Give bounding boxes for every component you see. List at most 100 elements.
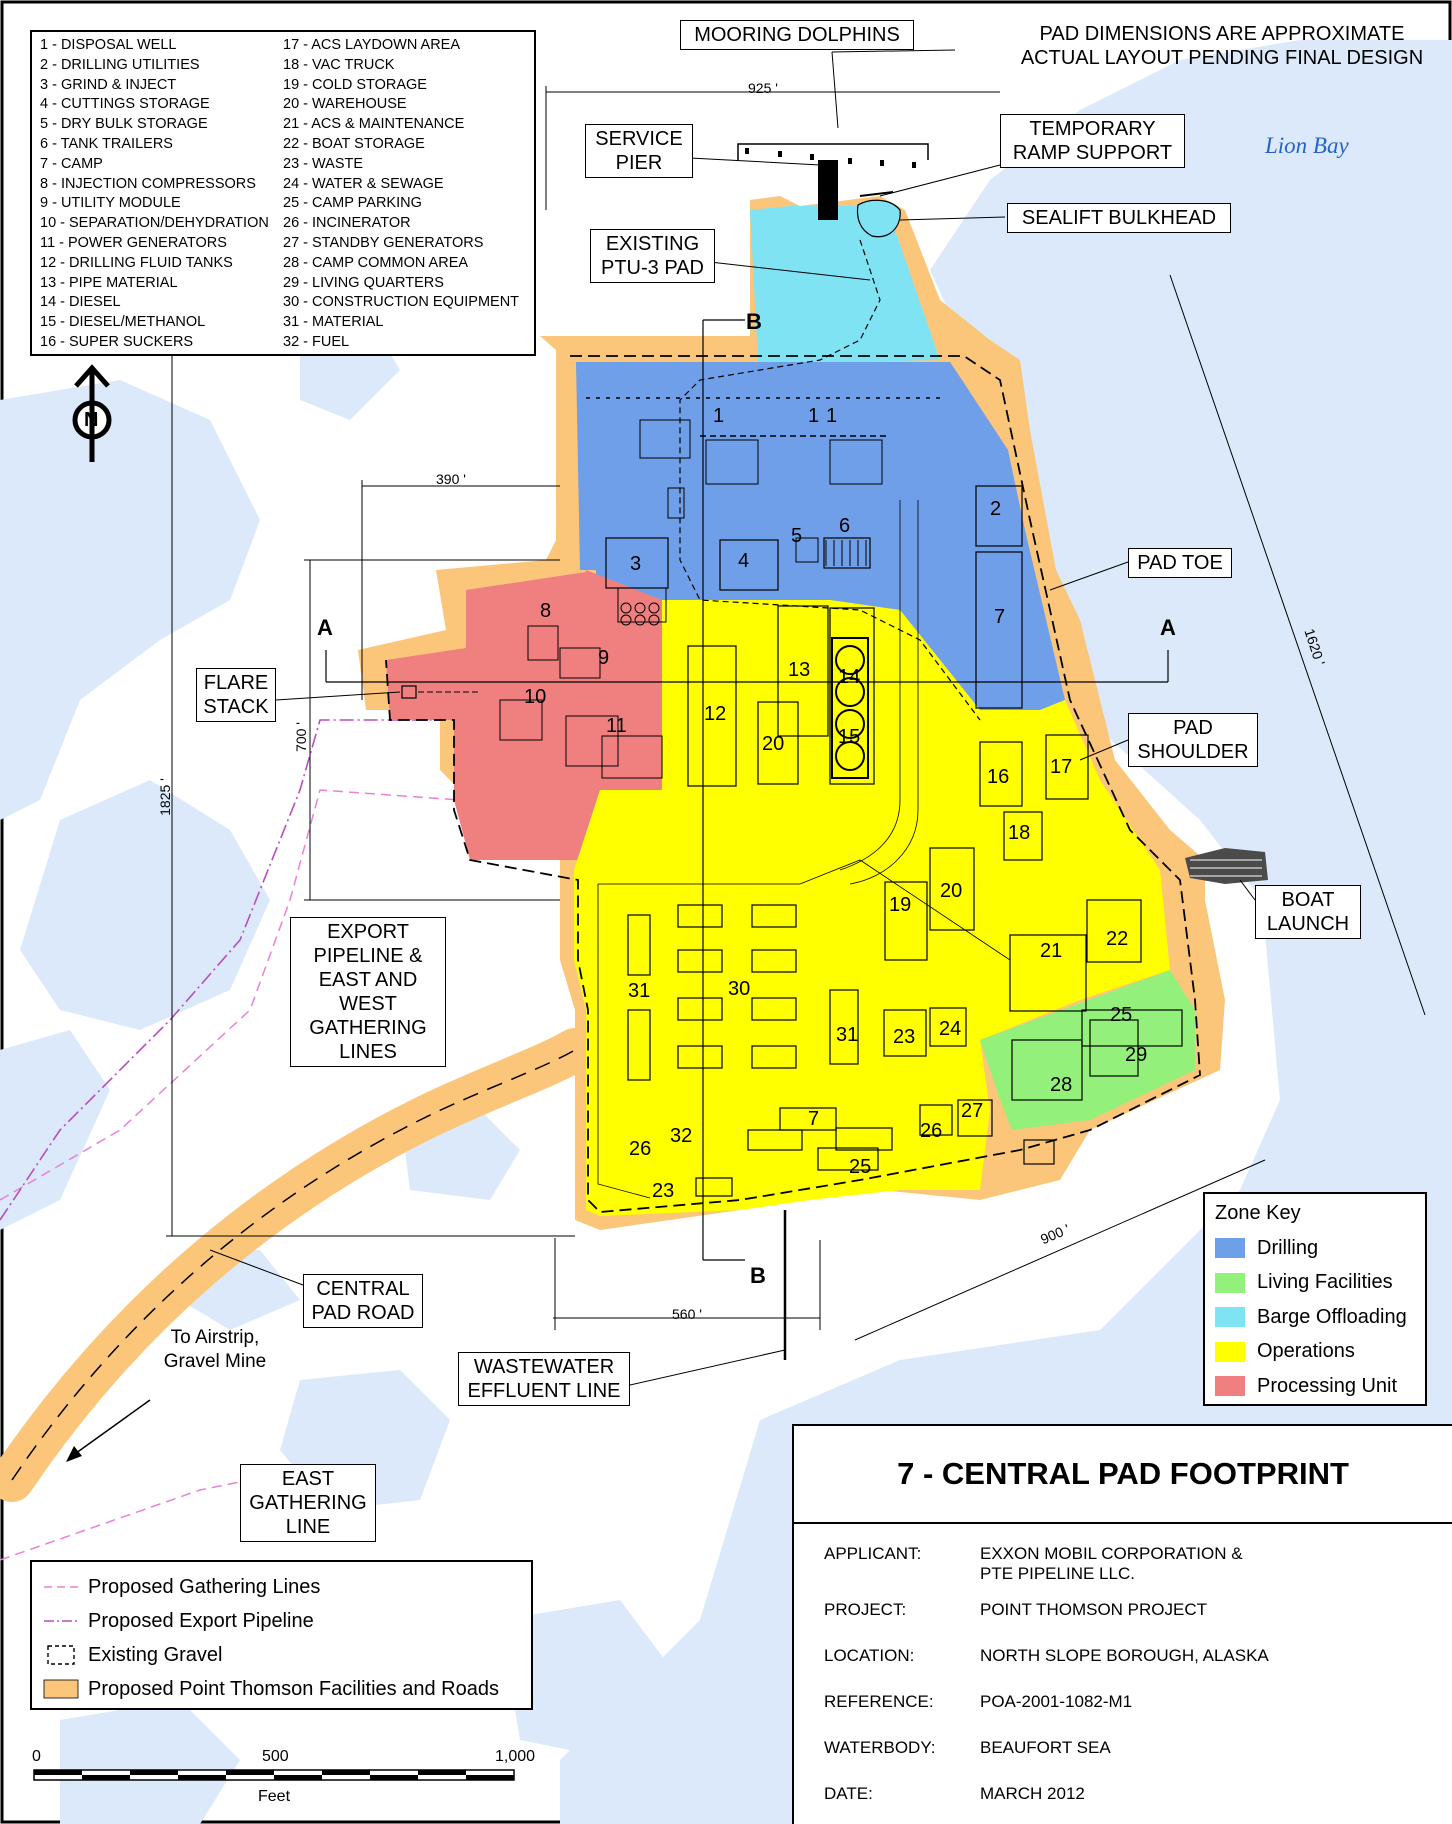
section-b-top: B (746, 309, 762, 334)
internal-roads (597, 500, 1011, 1199)
facility-list-item: 18 - VAC TRUCK (283, 56, 395, 73)
boat-launch-ramp (1185, 848, 1268, 884)
facility-list-item: 22 - BOAT STORAGE (283, 135, 425, 152)
label-to-airstrip: To Airstrip, Gravel Mine (163, 1327, 267, 1372)
facility-number-1b: 1 (808, 405, 820, 427)
zone-swatch (1215, 1341, 1245, 1362)
road-centerline (11, 1049, 576, 1481)
legend-label: Proposed Point Thomson Facilities and Ro… (88, 1677, 499, 1700)
zone-swatch (1215, 1238, 1245, 1259)
facility-number-23b: 23 (652, 1180, 675, 1202)
existing-ptu3-outline (679, 239, 981, 721)
facility-number-17: 17 (1050, 756, 1073, 778)
north-arrow (72, 364, 112, 462)
orange-box-icon (42, 1678, 80, 1700)
equipment-detail (499, 419, 883, 779)
facility-number-28: 28 (1050, 1074, 1073, 1096)
note-line-2: ACTUAL LAYOUT PENDING FINAL DESIGN (1020, 47, 1424, 69)
zone-key-title: Zone Key (1215, 1202, 1301, 1224)
title-block-value: MARCH 2012 (980, 1784, 1085, 1803)
legend-row: Proposed Point Thomson Facilities and Ro… (42, 1672, 521, 1706)
title-block-row: DATE: MARCH 2012 (824, 1784, 1432, 1804)
facility-number-21: 21 (1040, 940, 1063, 962)
operations-zone (574, 600, 1170, 1216)
zone-swatch (1215, 1307, 1245, 1328)
facility-list-item: 3 - GRIND & INJECT (40, 76, 177, 93)
facility-number-12: 12 (704, 703, 727, 725)
facility-list-item: 15 - DIESEL/METHANOL (40, 314, 206, 331)
facility-list-item: 1 - DISPOSAL WELL (40, 37, 177, 53)
title-block-key: APPLICANT: (824, 1544, 922, 1563)
scale-bar-graphic (33, 1769, 515, 1781)
pad-toe-line (385, 355, 1201, 1213)
callout-flare-stack: FLARE STACK (196, 668, 276, 722)
facility-number-6: 6 (839, 515, 851, 537)
scale-label-500: 500 (262, 1748, 289, 1765)
facility-number-20a: 20 (762, 733, 785, 755)
facility-list-item: 11 - POWER GENERATORS (40, 234, 227, 251)
facility-list-item: 5 - DRY BULK STORAGE (40, 116, 208, 133)
callout-east-gathering-line: EAST GATHERING LINE (240, 1464, 376, 1542)
drilling-zone (576, 362, 1065, 790)
facility-number-25a: 25 (1110, 1004, 1133, 1026)
note-line-1: PAD DIMENSIONS ARE APPROXIMATE (1039, 23, 1405, 45)
small-lake-f (60, 1700, 240, 1824)
title-block-value: EXXON MOBIL CORPORATION & PTE PIPELINE L… (980, 1544, 1243, 1583)
legend-label: Proposed Export Pipeline (88, 1609, 314, 1632)
facility-number-31b: 31 (836, 1024, 859, 1046)
title-block-key: DATE: (824, 1784, 873, 1803)
facility-number-1c: 1 (826, 405, 838, 427)
zone-key-row: Barge Offloading (1215, 1300, 1415, 1335)
title-block-row: APPLICANT: EXXON MOBIL CORPORATION & PTE … (824, 1544, 1432, 1584)
facility-list-item: 7 - CAMP (40, 155, 103, 172)
facility-list-item: 17 - ACS LAYDOWN AREA (283, 37, 461, 53)
scale-unit: Feet (258, 1788, 291, 1805)
callout-wastewater-effluent-line: WASTEWATER EFFLUENT LINE (458, 1352, 630, 1406)
tank-trailers (825, 540, 867, 566)
drilling-rig-line (586, 397, 940, 437)
facility-list-item: 13 - PIPE MATERIAL (40, 274, 178, 291)
gathering-line-west (0, 789, 581, 1201)
facility-list-item: 27 - STANDBY GENERATORS (283, 234, 484, 251)
section-b-bottom: B (750, 1263, 766, 1288)
facility-number-4: 4 (738, 550, 750, 572)
legend-label: Proposed Gathering Lines (88, 1575, 321, 1598)
southwest-lake (20, 780, 270, 1030)
title-block-key: REFERENCE: (824, 1692, 934, 1711)
dimension-lines (166, 86, 1426, 1358)
zone-swatch (1215, 1272, 1245, 1293)
zone-swatch (1215, 1376, 1245, 1397)
facility-number-8: 8 (540, 600, 552, 622)
facility-number-26a: 26 (629, 1138, 652, 1160)
zone-key-row: Processing Unit (1215, 1369, 1415, 1404)
facility-list-item: 2 - DRILLING UTILITIES (40, 56, 200, 73)
mooring-dolphin-marks (745, 148, 916, 168)
facility-number-19: 19 (889, 894, 912, 916)
facility-list-item: 4 - CUTTINGS STORAGE (40, 96, 210, 113)
section-a-right: A (1160, 615, 1176, 640)
black-dashed-box-icon (42, 1644, 80, 1666)
sealift-bulkhead (856, 199, 901, 238)
title-block-key: PROJECT: (824, 1600, 907, 1619)
facility-number-3: 3 (630, 553, 642, 575)
facility-number-18: 18 (1008, 822, 1031, 844)
zone-key-label: Processing Unit (1257, 1374, 1398, 1397)
scale-label-0: 0 (32, 1748, 41, 1765)
tank-cylinders (831, 637, 869, 779)
facility-list-item: 6 - TANK TRAILERS (40, 135, 173, 152)
facility-list-item: 25 - CAMP PARKING (283, 195, 422, 212)
west-lake (0, 380, 260, 820)
facility-number-29: 29 (1125, 1044, 1148, 1066)
title-block-row: REFERENCE:POA-2001-1082-M1 (824, 1692, 1432, 1712)
dim-top: 925 ' (748, 80, 778, 96)
cuttings-circles (620, 602, 660, 626)
dim-south: 560 ' (672, 1306, 702, 1322)
far-west-lake (0, 1030, 110, 1230)
dim-flare: 390 ' (436, 471, 466, 487)
facility-number-24: 24 (939, 1018, 962, 1040)
facility-number-10: 10 (524, 686, 547, 708)
scale-bar: 0 500 1,000 Feet (30, 1745, 540, 1815)
zone-key-row: Operations (1215, 1335, 1415, 1370)
